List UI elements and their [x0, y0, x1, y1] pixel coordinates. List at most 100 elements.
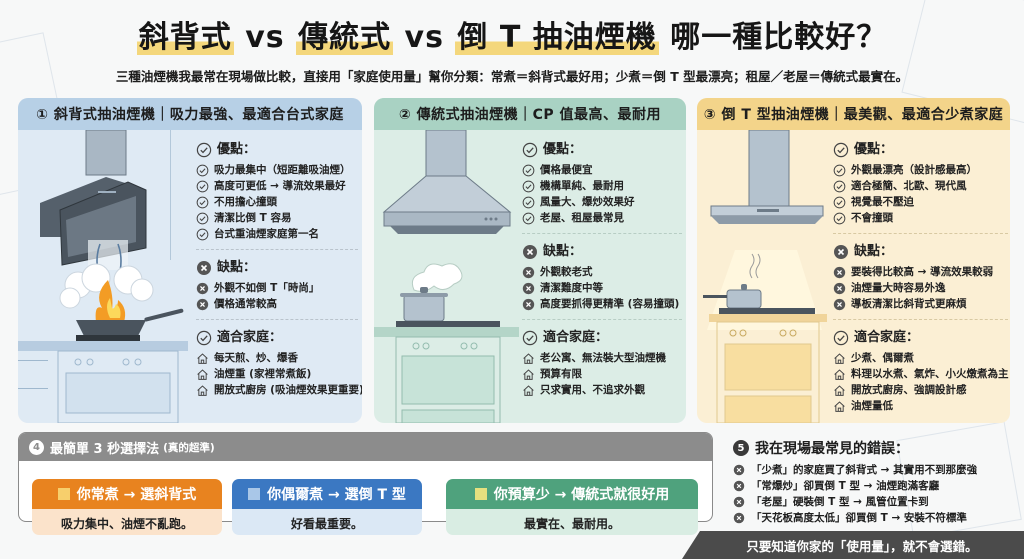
con-item: 外觀不如倒 T「時尚」 [196, 280, 358, 296]
x-circle-icon [522, 266, 535, 279]
fit-heading: 適合家庭： [196, 328, 358, 348]
cons-heading: 缺點： [833, 242, 1008, 262]
mistake-item: 「天花板高度太低」卻買倒 T → 安裝不符標準 [733, 510, 1023, 526]
check-circle-icon [522, 164, 535, 177]
card-header: ① 斜背式抽油煙機｜吸力最強、最適合台式家庭 [18, 98, 362, 130]
traditional-hood-illustration [374, 130, 519, 423]
title-t-type: 倒 T 抽油煙機 [455, 20, 659, 55]
divider [196, 319, 358, 320]
house-icon [833, 400, 846, 413]
check-circle-icon [522, 212, 535, 225]
house-icon [196, 368, 209, 381]
house-icon [522, 352, 535, 365]
quick-choice-title: 最簡單 3 秒選擇法 [50, 441, 160, 457]
x-circle-icon [733, 512, 745, 524]
fit-item: 油煙重 (家裡常煮飯) [196, 366, 358, 382]
cons-heading: 缺點： [522, 242, 682, 262]
fit-item: 少煮、偶爾煮 [833, 350, 1008, 366]
section-number-badge: 5 [733, 440, 749, 456]
square-bullet-icon [248, 488, 261, 500]
house-icon [522, 384, 535, 397]
house-icon [833, 368, 846, 381]
quick-choice-header: 4 最簡單 3 秒選擇法 (真的超準) [19, 433, 712, 461]
title-vs: vs [233, 20, 297, 55]
card-content: 優點： 吸力最集中（短距離吸油煙） 高度可更低 → 導流效果最好 不用擔心撞頭 … [196, 140, 362, 398]
house-icon [196, 352, 209, 365]
x-circle-icon [833, 282, 846, 295]
con-item: 價格通常較高 [196, 296, 358, 312]
card-header: ② 傳統式抽油煙機｜CP 值最高、最耐用 [374, 98, 686, 130]
check-circle-icon [833, 180, 846, 193]
fit-item: 老公寓、無法裝大型油煙機 [522, 350, 682, 366]
square-bullet-icon [57, 488, 70, 500]
option-low-budget: 你預算少 → 傳統式就很好用 最實在、最耐用。 [446, 479, 698, 535]
house-icon [196, 384, 209, 397]
pro-item: 機構單純、最耐用 [522, 178, 682, 194]
x-circle-icon [522, 244, 538, 260]
fit-heading: 適合家庭： [522, 328, 682, 348]
x-circle-icon [733, 480, 745, 492]
fit-item: 每天煎、炒、爆香 [196, 350, 358, 366]
check-circle-icon [196, 196, 209, 209]
fit-item: 開放式廚房、強調設計感 [833, 382, 1008, 398]
check-circle-icon [196, 228, 209, 241]
check-circle-icon [196, 164, 209, 177]
check-circle-icon [522, 142, 538, 158]
con-item: 油煙量大時容易外逸 [833, 280, 1008, 296]
card-t-type-hood: ③ 倒 T 型抽油煙機｜最美觀、最適合少煮家庭 優點： 外觀最漂亮（設計感最高）… [697, 98, 1010, 423]
check-circle-icon [522, 180, 535, 193]
quick-options: 你常煮 → 選斜背式 吸力集中、油煙不亂跑。 你偶爾煮 → 選倒 T 型 好看最… [18, 432, 713, 535]
x-circle-icon [196, 282, 209, 295]
card-content: 優點： 外觀最漂亮（設計感最高） 適合極簡、北歐、現代風 視覺最不壓迫 不會撞頭… [833, 140, 1009, 414]
card-slant-hood: ① 斜背式抽油煙機｜吸力最強、最適合台式家庭 優點： [18, 98, 362, 423]
option-cook-occasionally: 你偶爾煮 → 選倒 T 型 好看最重要。 [232, 479, 422, 535]
x-circle-icon [733, 496, 745, 508]
card-header: ③ 倒 T 型抽油煙機｜最美觀、最適合少煮家庭 [697, 98, 1010, 130]
x-circle-icon [733, 464, 745, 476]
pro-item: 清潔比倒 T 容易 [196, 210, 358, 226]
check-circle-icon [833, 164, 846, 177]
title-traditional: 傳統式 [296, 20, 394, 55]
check-circle-icon [522, 330, 538, 346]
con-item: 要裝得比較高 → 導流效果較弱 [833, 264, 1008, 280]
con-item: 高度要抓得更精準 (容易撞頭) [522, 296, 682, 312]
x-circle-icon [833, 244, 849, 260]
check-circle-icon [196, 212, 209, 225]
common-mistakes-section: 5 我在現場最常見的錯誤： 「少煮」的家庭買了斜背式 → 其實用不到那麼強 「常… [733, 438, 1023, 526]
fit-item: 只求實用、不追求外觀 [522, 382, 682, 398]
page-title: 斜背式 vs 傳統式 vs 倒 T 抽油煙機 哪一種比較好？ [0, 12, 1024, 56]
pro-item: 視覺最不壓迫 [833, 194, 1008, 210]
con-item: 導板清潔比斜背式更麻煩 [833, 296, 1008, 312]
fit-item: 開放式廚房 (吸油煙效果更重要) [196, 382, 362, 398]
fit-item: 油煙量低 [833, 398, 1008, 414]
pro-item: 適合極簡、北歐、現代風 [833, 178, 1008, 194]
square-bullet-icon [474, 488, 487, 500]
divider [522, 319, 682, 320]
pro-item: 老屋、租屋最常見 [522, 210, 682, 226]
check-circle-icon [196, 330, 212, 346]
divider [522, 233, 682, 234]
x-circle-icon [833, 298, 846, 311]
check-circle-icon [833, 330, 849, 346]
x-circle-icon [522, 282, 535, 295]
card-content: 優點： 價格最便宜 機構單純、最耐用 風量大、爆炒效果好 老屋、租屋最常見 缺點… [522, 140, 682, 398]
pro-item: 外觀最漂亮（設計感最高） [833, 162, 1008, 178]
slant-hood-illustration [18, 130, 188, 423]
house-icon [833, 352, 846, 365]
pro-item: 台式重油煙家庭第一名 [196, 226, 358, 242]
t-type-hood-illustration [703, 130, 827, 423]
check-circle-icon [833, 196, 846, 209]
divider [833, 319, 1008, 320]
pro-item: 風量大、爆炒效果好 [522, 194, 682, 210]
check-circle-icon [833, 142, 849, 158]
cons-heading: 缺點： [196, 258, 358, 278]
x-circle-icon [833, 266, 846, 279]
x-circle-icon [196, 298, 209, 311]
option-cook-often: 你常煮 → 選斜背式 吸力集中、油煙不亂跑。 [32, 479, 222, 535]
x-circle-icon [196, 260, 212, 276]
check-circle-icon [833, 212, 846, 225]
title-vs: vs [393, 20, 456, 55]
pros-heading: 優點： [522, 140, 682, 160]
fit-heading: 適合家庭： [833, 328, 1008, 348]
pro-item: 高度可更低 → 導流效果最好 [196, 178, 358, 194]
